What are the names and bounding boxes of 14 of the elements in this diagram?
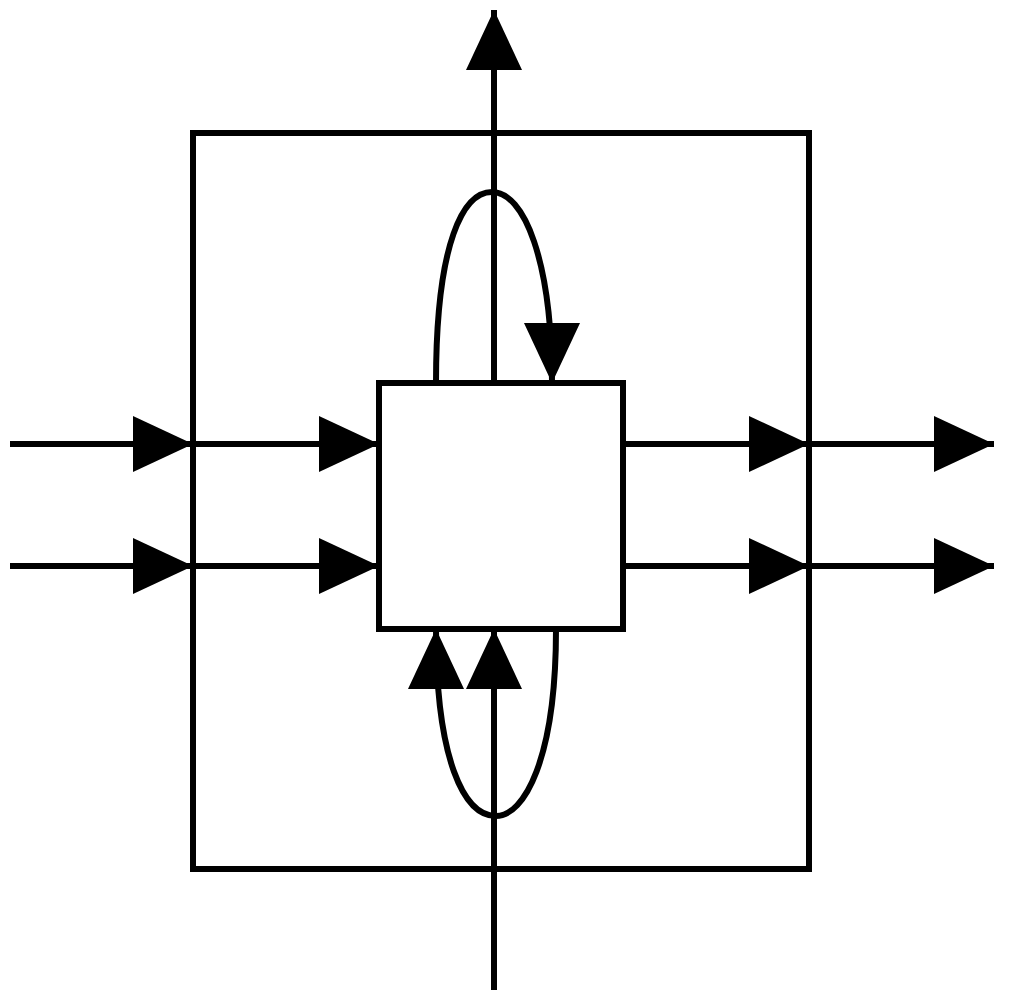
arrow <box>623 416 809 472</box>
outer-box <box>190 130 812 872</box>
arrow <box>809 538 994 594</box>
arrow <box>466 629 522 990</box>
arrow <box>466 10 522 383</box>
arrow <box>193 416 379 472</box>
loop-arrow <box>433 189 579 384</box>
arrow <box>10 416 193 472</box>
arrow <box>809 416 994 472</box>
arrow <box>193 538 379 594</box>
arrow <box>623 538 809 594</box>
arrow <box>10 538 193 594</box>
loop-arrow <box>409 628 559 819</box>
inner-box <box>376 380 626 632</box>
